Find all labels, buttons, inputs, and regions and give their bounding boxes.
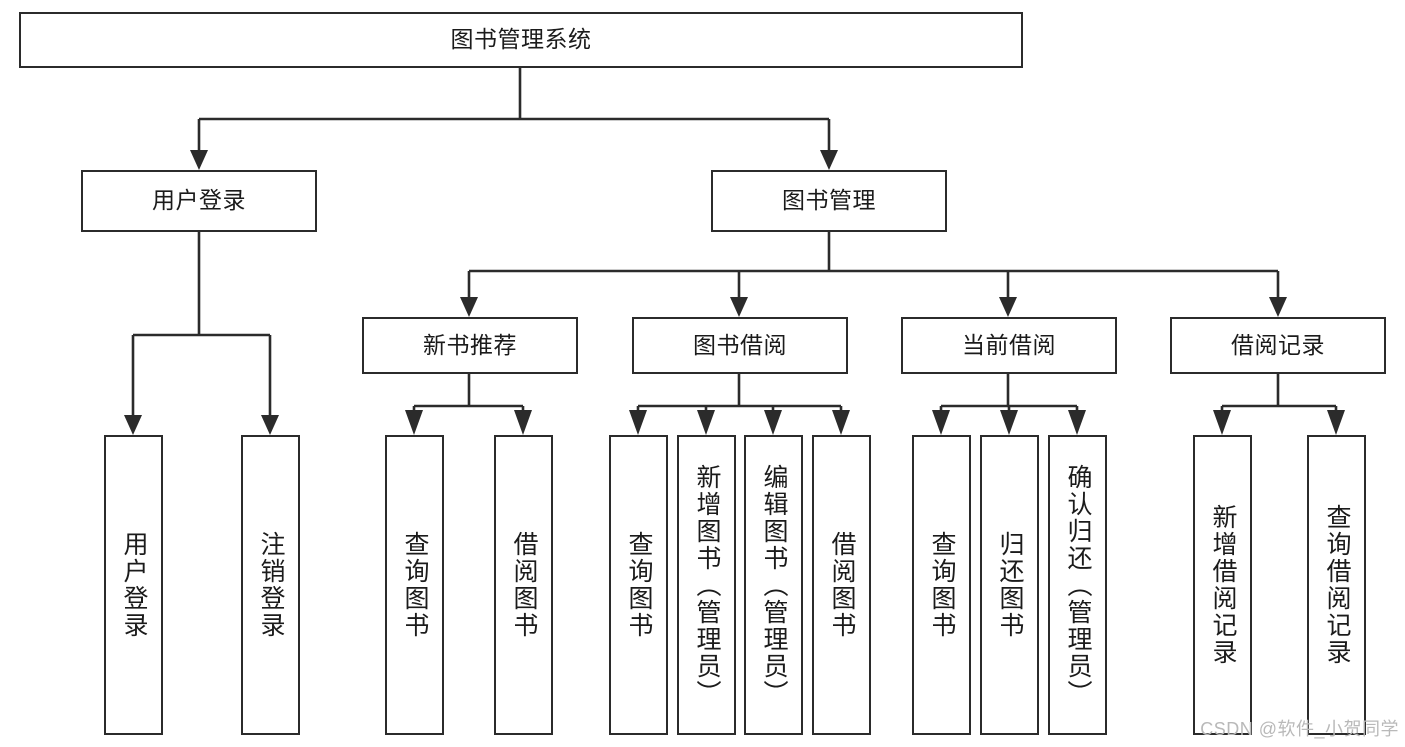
leaf-query-book-cb[interactable]: 查询图书 bbox=[912, 435, 971, 735]
node-user-login-label: 用户登录 bbox=[152, 187, 246, 214]
leaf-query-book-nbr-label: 查询图书 bbox=[401, 531, 429, 639]
leaf-query-book-nbr[interactable]: 查询图书 bbox=[385, 435, 444, 735]
arrowhead-book-mgmt bbox=[820, 150, 838, 170]
leaf-add-borrow-record[interactable]: 新增借阅记录 bbox=[1193, 435, 1252, 735]
leaf-query-borrow-record-label: 查询借阅记录 bbox=[1323, 504, 1351, 666]
leaf-query-book-bb-label: 查询图书 bbox=[625, 531, 653, 639]
leaf-user-login[interactable]: 用户登录 bbox=[104, 435, 163, 735]
arrowhead-bb-leaf2 bbox=[697, 410, 715, 435]
node-borrow-record-label: 借阅记录 bbox=[1231, 331, 1325, 358]
leaf-borrow-book-bb[interactable]: 借阅图书 bbox=[812, 435, 871, 735]
node-new-book-recommend-label: 新书推荐 bbox=[423, 331, 517, 358]
arrowhead-borrow-record bbox=[1269, 297, 1287, 317]
node-root-label: 图书管理系统 bbox=[450, 26, 592, 53]
leaf-add-book-admin-label: 新增图书（管理员） bbox=[693, 463, 721, 707]
leaf-confirm-return-admin[interactable]: 确认归还（管理员） bbox=[1048, 435, 1107, 735]
arrowhead-cb-leaf2 bbox=[1000, 410, 1018, 435]
arrowhead-cb-leaf3 bbox=[1068, 410, 1086, 435]
leaf-return-book-label: 归还图书 bbox=[996, 531, 1024, 639]
node-book-borrow-label: 图书借阅 bbox=[693, 331, 787, 358]
arrowhead-br-leaf1 bbox=[1213, 410, 1231, 435]
arrowhead-nbr-leaf2 bbox=[514, 410, 532, 435]
leaf-borrow-book-nbr-label: 借阅图书 bbox=[510, 531, 538, 639]
node-current-borrow[interactable]: 当前借阅 bbox=[901, 317, 1117, 374]
leaf-logout[interactable]: 注销登录 bbox=[241, 435, 300, 735]
arrowhead-user-login bbox=[190, 150, 208, 170]
node-user-login[interactable]: 用户登录 bbox=[81, 170, 317, 232]
leaf-query-book-bb[interactable]: 查询图书 bbox=[609, 435, 668, 735]
node-book-borrow[interactable]: 图书借阅 bbox=[632, 317, 848, 374]
leaf-borrow-book-bb-label: 借阅图书 bbox=[828, 531, 856, 639]
leaf-query-borrow-record[interactable]: 查询借阅记录 bbox=[1307, 435, 1366, 735]
leaf-user-login-label: 用户登录 bbox=[120, 531, 148, 639]
arrowhead-nbr-leaf1 bbox=[405, 410, 423, 435]
arrowhead-leaf-logout bbox=[261, 415, 279, 435]
leaf-edit-book-admin[interactable]: 编辑图书（管理员） bbox=[744, 435, 803, 735]
node-book-management[interactable]: 图书管理 bbox=[711, 170, 947, 232]
leaf-edit-book-admin-label: 编辑图书（管理员） bbox=[760, 463, 788, 707]
arrowhead-br-leaf2 bbox=[1327, 410, 1345, 435]
node-new-book-recommend[interactable]: 新书推荐 bbox=[362, 317, 578, 374]
leaf-add-borrow-record-label: 新增借阅记录 bbox=[1209, 504, 1237, 666]
node-borrow-record[interactable]: 借阅记录 bbox=[1170, 317, 1386, 374]
arrowhead-book-borrow bbox=[730, 297, 748, 317]
arrowhead-bb-leaf4 bbox=[832, 410, 850, 435]
node-root[interactable]: 图书管理系统 bbox=[19, 12, 1023, 68]
leaf-borrow-book-nbr[interactable]: 借阅图书 bbox=[494, 435, 553, 735]
leaf-return-book[interactable]: 归还图书 bbox=[980, 435, 1039, 735]
arrowhead-cb-leaf1 bbox=[932, 410, 950, 435]
node-book-management-label: 图书管理 bbox=[782, 187, 876, 214]
watermark: CSDN @软件_小贺同学 bbox=[1200, 719, 1399, 739]
leaf-add-book-admin[interactable]: 新增图书（管理员） bbox=[677, 435, 736, 735]
arrowhead-new-book-rec bbox=[460, 297, 478, 317]
leaf-logout-label: 注销登录 bbox=[257, 531, 285, 639]
node-current-borrow-label: 当前借阅 bbox=[962, 331, 1056, 358]
leaf-query-book-cb-label: 查询图书 bbox=[928, 531, 956, 639]
leaf-confirm-return-admin-label: 确认归还（管理员） bbox=[1064, 463, 1092, 707]
arrowhead-current-borrow bbox=[999, 297, 1017, 317]
arrowhead-leaf-user-login bbox=[124, 415, 142, 435]
arrowhead-bb-leaf1 bbox=[629, 410, 647, 435]
arrowhead-bb-leaf3 bbox=[764, 410, 782, 435]
